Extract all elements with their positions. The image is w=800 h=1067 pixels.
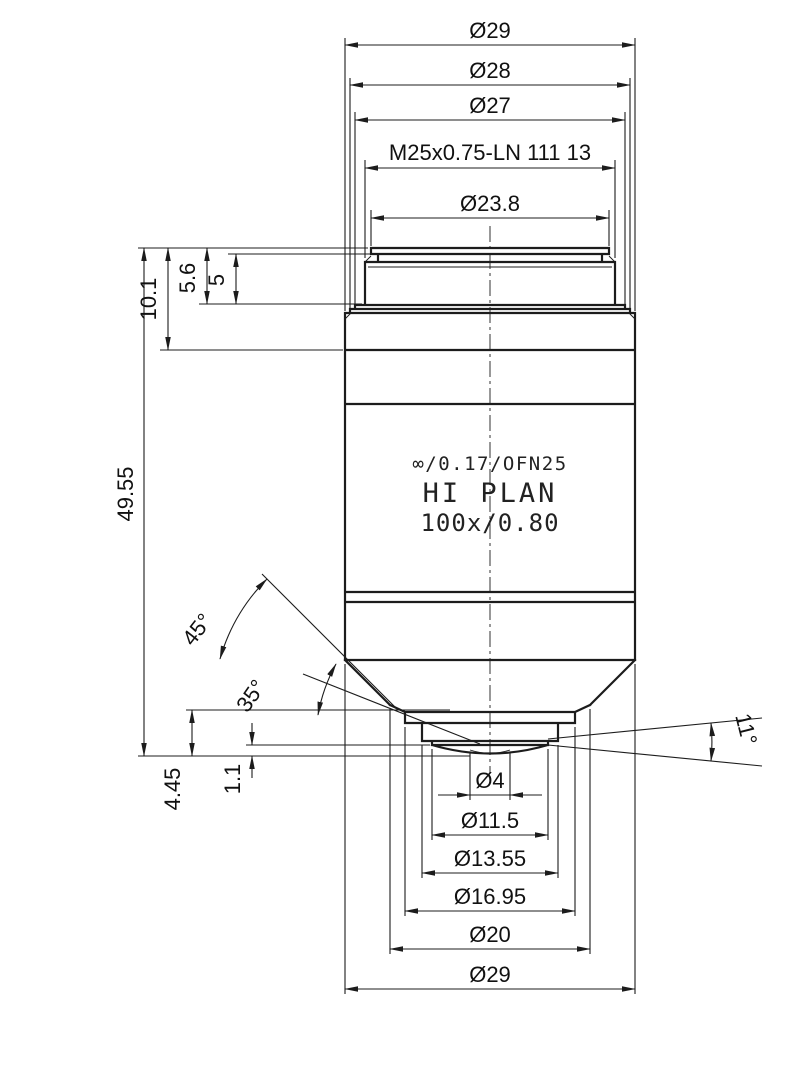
dim-label-d13-55: Ø13.55 bbox=[454, 846, 526, 871]
angle-11-arc bbox=[709, 722, 716, 762]
dim-label-d29-top: Ø29 bbox=[469, 18, 511, 43]
angle-35-ref-line bbox=[302, 673, 481, 745]
angle-11-upper-line bbox=[547, 717, 763, 740]
dim-label-10-1: 10.1 bbox=[136, 278, 161, 321]
dim-label-d16-95: Ø16.95 bbox=[454, 884, 526, 909]
angle-11-lower-line bbox=[547, 744, 763, 767]
dim-label-1-1: 1.1 bbox=[220, 764, 245, 795]
angle-45-ref-line bbox=[261, 573, 399, 711]
angle-label-11: 11° bbox=[730, 711, 762, 748]
engraving-line-2: HI PLAN bbox=[423, 478, 558, 509]
angle-35-arc bbox=[317, 663, 337, 716]
dim-label-5: 5 bbox=[204, 274, 229, 286]
dim-label-d28: Ø28 bbox=[469, 58, 511, 83]
dim-label-d23-8: Ø23.8 bbox=[460, 191, 520, 216]
dim-label-5-6: 5.6 bbox=[175, 263, 200, 294]
objective-profile bbox=[343, 246, 637, 755]
dim-label-thread: M25x0.75-LN 111 13 bbox=[389, 140, 591, 165]
objective-outline bbox=[343, 246, 637, 755]
angle-45-arc bbox=[219, 578, 268, 660]
dim-label-4-45: 4.45 bbox=[160, 768, 185, 811]
engraving-line-1: ∞/0.17/OFN25 bbox=[412, 453, 567, 475]
dim-label-d4: Ø4 bbox=[475, 768, 504, 793]
dim-label-d29-bottom: Ø29 bbox=[469, 962, 511, 987]
angle-callouts bbox=[219, 573, 763, 767]
dim-label-d27: Ø27 bbox=[469, 93, 511, 118]
angle-label-45: 45° bbox=[177, 609, 217, 651]
objective-detail-lines bbox=[344, 255, 636, 754]
extension-lines bbox=[138, 38, 636, 994]
dim-label-d20: Ø20 bbox=[469, 922, 511, 947]
engraving-line-3: 100x/0.80 bbox=[420, 509, 559, 537]
dim-label-49-55: 49.55 bbox=[113, 466, 138, 521]
dim-label-d11-5: Ø11.5 bbox=[461, 808, 519, 833]
